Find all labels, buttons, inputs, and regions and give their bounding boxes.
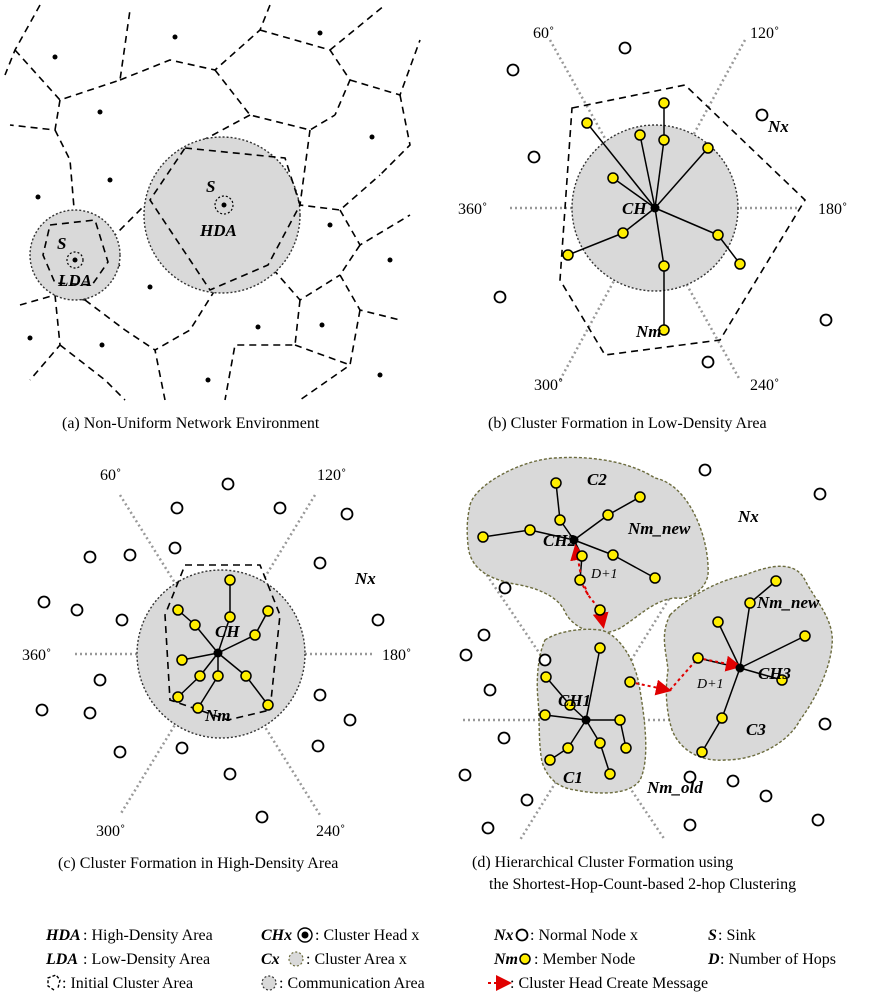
cluster-heads bbox=[569, 535, 745, 725]
angle-300-label: 300˚ bbox=[534, 377, 563, 394]
legend-hda-desc: : High-Density Area bbox=[83, 927, 213, 944]
angle-360-label: 360˚ bbox=[458, 201, 487, 218]
cluster-head bbox=[213, 648, 223, 658]
cluster-head-label: CH bbox=[215, 622, 240, 641]
legend-lda-desc: : Low-Density Area bbox=[83, 951, 210, 968]
cluster-area-icon bbox=[288, 951, 304, 967]
cluster-head bbox=[650, 203, 660, 213]
angle-60-label: 60˚ bbox=[533, 25, 554, 42]
legend-nx-desc: : Normal Node x bbox=[530, 927, 638, 944]
network-nodes bbox=[27, 30, 393, 383]
normal-node-label: Nx bbox=[354, 569, 376, 588]
legend-hda-term: HDA bbox=[45, 927, 81, 944]
panel-c-caption: (c) Cluster Formation in High-Density Ar… bbox=[58, 855, 338, 872]
member-node-icon bbox=[519, 953, 531, 965]
normal-nodes bbox=[35, 477, 385, 824]
normal-nodes bbox=[493, 41, 833, 369]
high-density-area-label: HDA bbox=[199, 221, 237, 240]
cluster-head-ch3-label: CH3 bbox=[758, 664, 792, 683]
angle-240-label: 240˚ bbox=[316, 823, 345, 840]
low-density-sink bbox=[72, 257, 78, 263]
communication-area-icon bbox=[261, 975, 277, 991]
member-node-new-label-1: Nm_new bbox=[627, 519, 691, 538]
panel-b-caption: (b) Cluster Formation in Low-Density Are… bbox=[488, 415, 767, 432]
panel-d-caption-line-1: (d) Hierarchical Cluster Formation using bbox=[472, 854, 733, 871]
high-density-sink-label: S bbox=[206, 177, 215, 196]
panel-b: 60˚ 120˚ 180˚ 240˚ 300˚ 360˚ CH Nm Nx (b… bbox=[458, 25, 847, 432]
normal-node-icon bbox=[515, 928, 529, 942]
member-node-old-label: Nm_old bbox=[646, 778, 703, 797]
member-nodes bbox=[172, 574, 274, 714]
cluster-head-label: CH bbox=[622, 199, 647, 218]
legend-cx-term: Cx bbox=[261, 951, 280, 968]
high-density-cluster-boundary bbox=[149, 147, 301, 291]
member-node-label: Nm bbox=[204, 706, 231, 725]
member-nodes bbox=[477, 477, 811, 780]
normal-node-label: Nx bbox=[767, 117, 789, 136]
member-links bbox=[567, 103, 741, 330]
legend-lda-term: LDA bbox=[45, 951, 78, 968]
legend-comm-desc: : Communication Area bbox=[279, 975, 425, 992]
initial-cluster-area bbox=[559, 84, 807, 356]
low-density-sink-label: S bbox=[57, 234, 66, 253]
legend-initial-area-desc: : Initial Cluster Area bbox=[62, 975, 193, 992]
panel-a: S HDA S LDA (a) Non-Uniform Network Envi… bbox=[4, 4, 421, 432]
panel-d: C2 CH2 Nm_new Nx D+1 Nm_new D+1 CH3 CH1 … bbox=[458, 456, 833, 893]
angle-120-label: 120˚ bbox=[750, 25, 779, 42]
member-node-new-label-2: Nm_new bbox=[756, 593, 820, 612]
cluster-head-ch2-label: CH2 bbox=[543, 531, 577, 550]
cluster-area-c2-label: C2 bbox=[587, 470, 607, 489]
normal-node-label: Nx bbox=[737, 507, 759, 526]
initial-cluster-area-icon bbox=[47, 974, 61, 991]
legend-d-term: D bbox=[707, 951, 720, 968]
low-density-cluster-boundary bbox=[42, 219, 109, 286]
normal-nodes bbox=[458, 463, 832, 835]
angle-60-label: 60˚ bbox=[100, 467, 121, 484]
initial-cluster-area bbox=[164, 564, 281, 721]
cluster-head-ch1-label: CH1 bbox=[558, 691, 591, 710]
legend-cx-desc: : Cluster Area x bbox=[306, 951, 407, 968]
cluster-head-icon-dot bbox=[301, 931, 309, 939]
angle-300-label: 300˚ bbox=[96, 823, 125, 840]
low-density-area-label: LDA bbox=[57, 271, 92, 290]
hop-count-label-2: D+1 bbox=[696, 677, 724, 692]
high-density-sink-range bbox=[214, 195, 234, 215]
legend-nm-desc: : Member Node bbox=[534, 951, 635, 968]
cluster-area-c1 bbox=[536, 628, 647, 794]
legend-nm-term: Nm bbox=[493, 951, 518, 968]
legend-msg-desc: : Cluster Head Create Message bbox=[510, 975, 708, 992]
hop-count-label-1: D+1 bbox=[590, 567, 618, 582]
angle-360-label: 360˚ bbox=[22, 647, 51, 664]
cluster-area-c1-label: C1 bbox=[563, 768, 583, 787]
legend-d-desc: : Number of Hops bbox=[720, 951, 836, 968]
angle-120-label: 120˚ bbox=[317, 467, 346, 484]
angle-180-label: 180˚ bbox=[382, 647, 411, 664]
high-density-sink bbox=[221, 202, 227, 208]
legend: HDA : High-Density Area LDA : Low-Densit… bbox=[45, 927, 836, 992]
legend-s-desc: : Sink bbox=[718, 927, 756, 944]
cluster-area-c3-label: C3 bbox=[746, 720, 766, 739]
member-nodes bbox=[562, 97, 746, 336]
legend-nx-term: Nx bbox=[493, 927, 514, 944]
legend-s-term: S bbox=[708, 927, 717, 944]
legend-chx-desc: : Cluster Head x bbox=[315, 927, 419, 944]
panel-d-caption-line-2: the Shortest-Hop-Count-based 2-hop Clust… bbox=[489, 876, 796, 893]
low-density-sink-range bbox=[66, 251, 84, 269]
angle-180-label: 180˚ bbox=[818, 201, 847, 218]
member-node-label: Nm bbox=[635, 322, 662, 341]
high-density-area bbox=[143, 136, 301, 294]
legend-chx-term: CHx bbox=[261, 927, 292, 944]
angle-240-label: 240˚ bbox=[750, 377, 779, 394]
panel-c: 60˚ 120˚ 180˚ 240˚ 300˚ 360˚ CH Nm Nx (c… bbox=[22, 467, 411, 872]
panel-a-caption: (a) Non-Uniform Network Environment bbox=[62, 415, 320, 432]
